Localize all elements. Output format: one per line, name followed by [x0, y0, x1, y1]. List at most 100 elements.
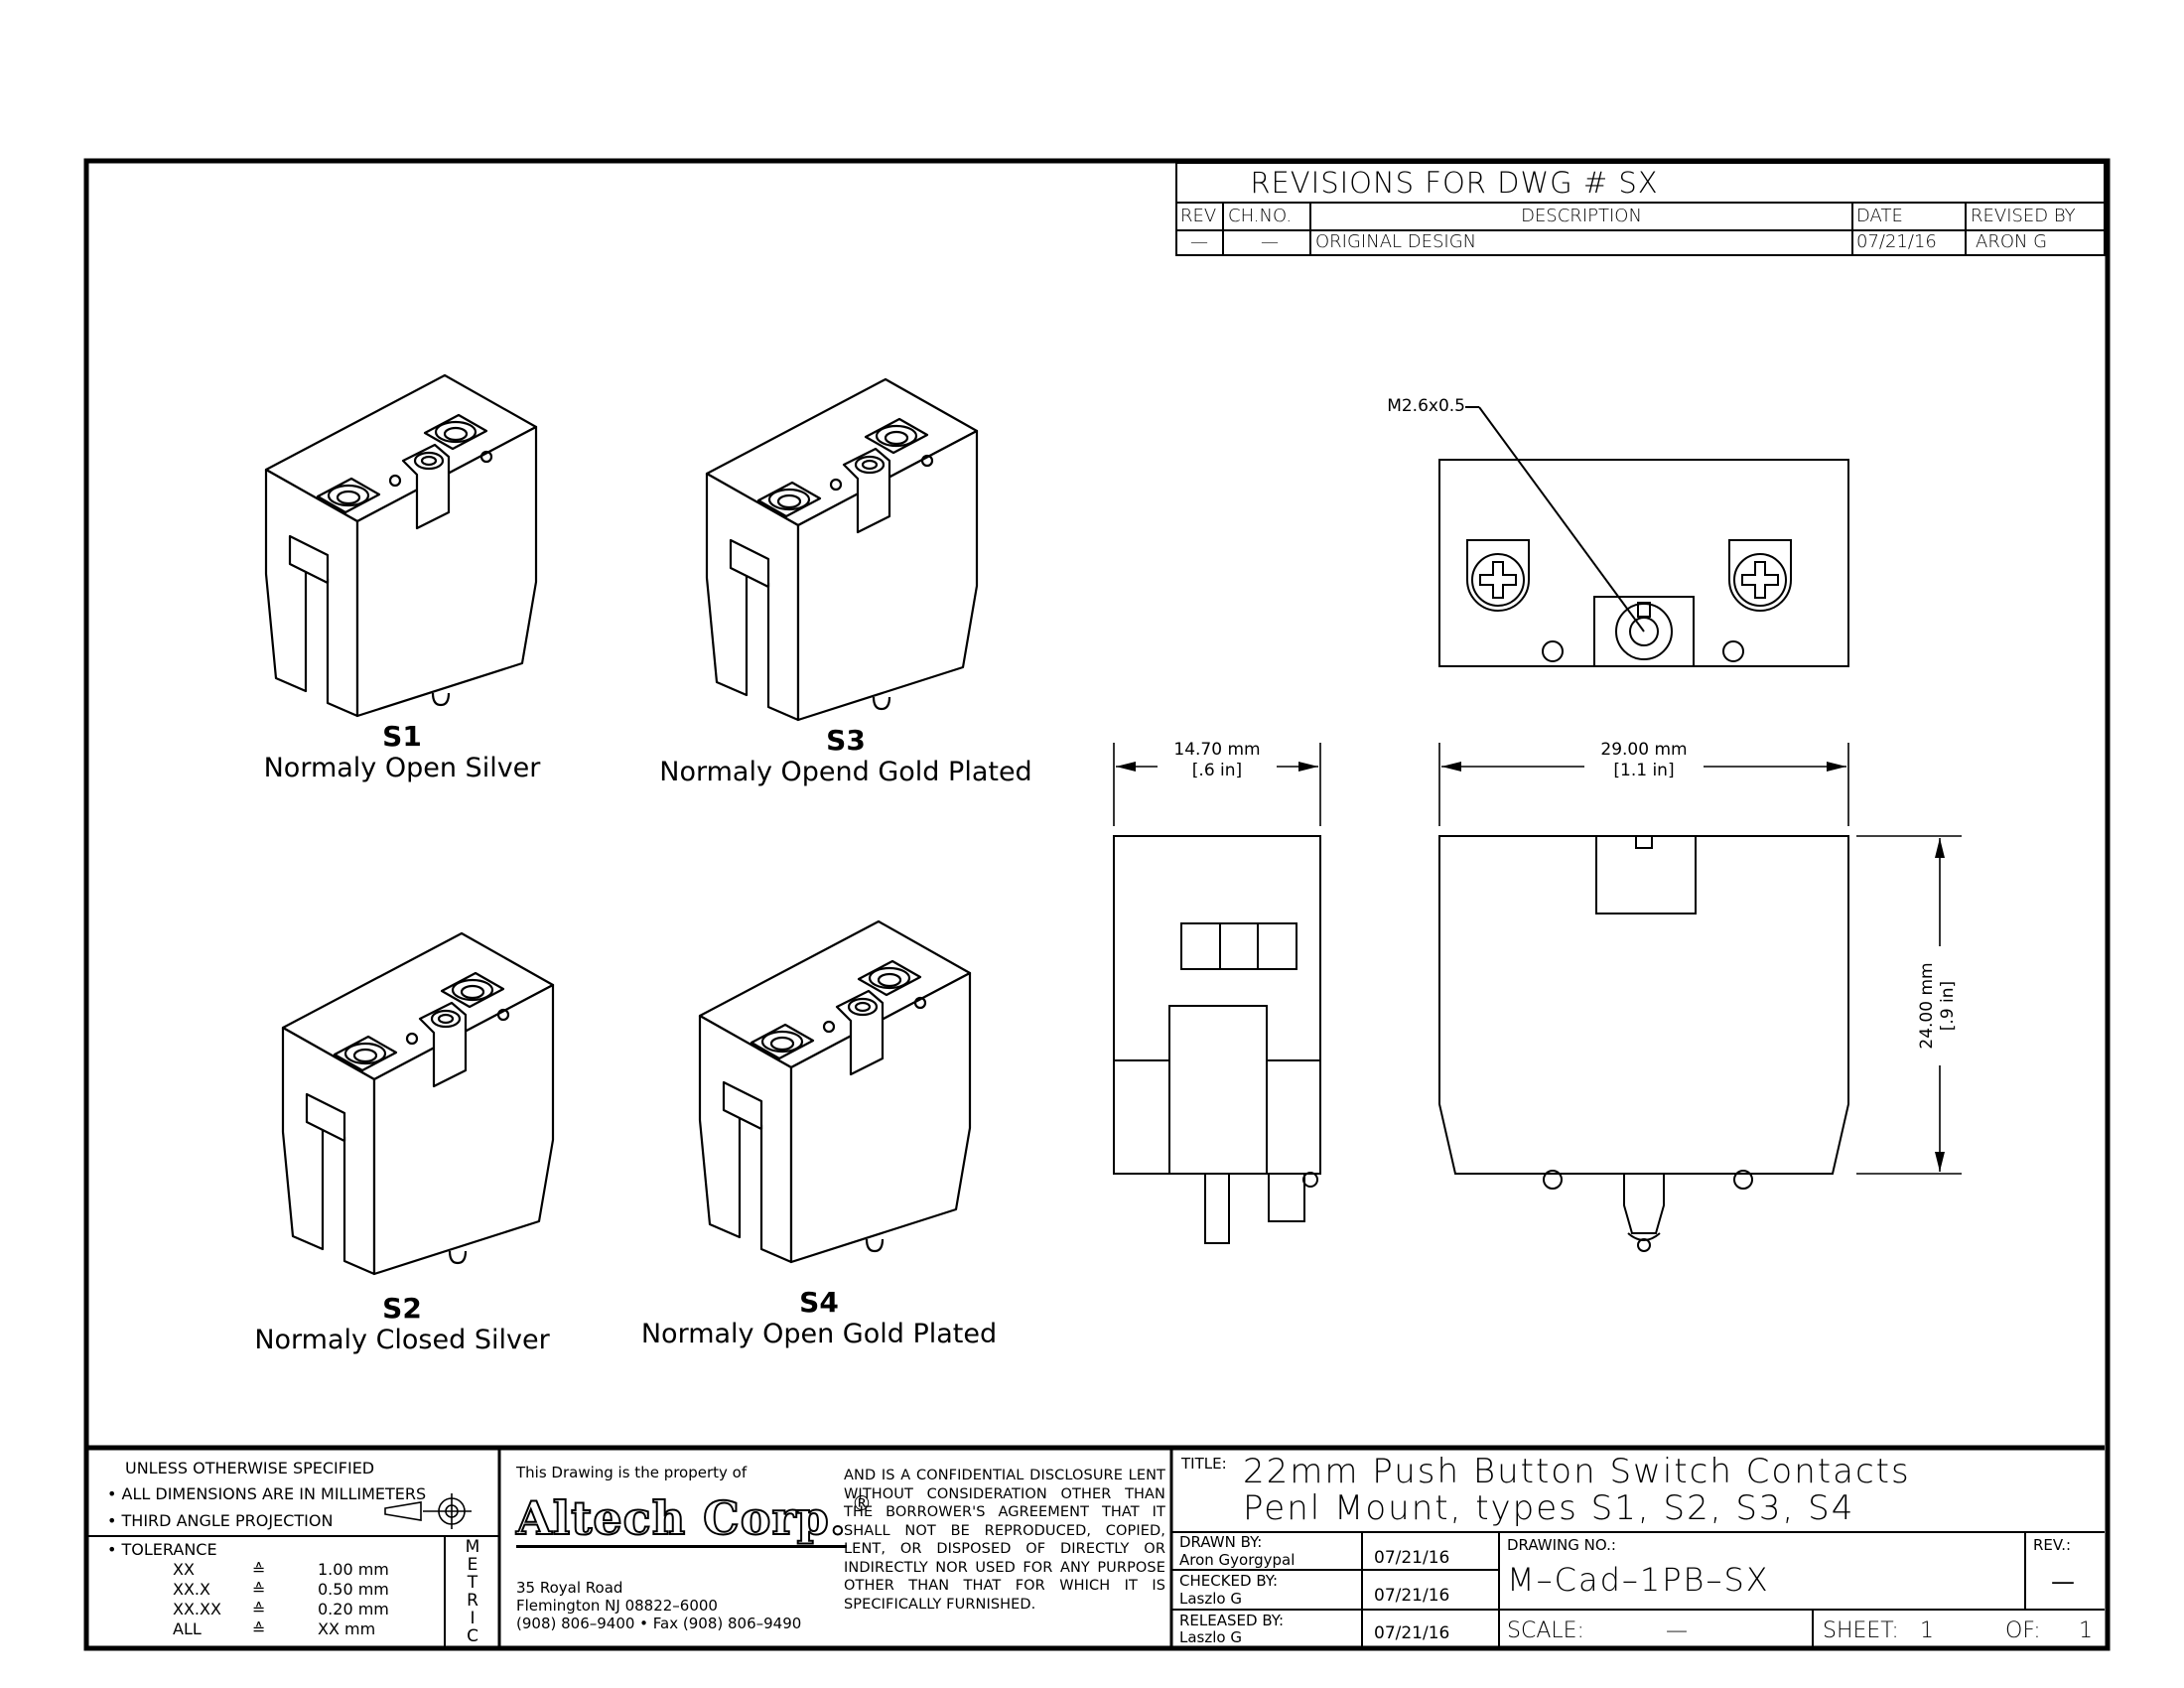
spec-line: UNLESS OTHERWISE SPECIFIED: [125, 1459, 375, 1477]
dimension-height-mm: 24.00 mm: [1917, 962, 1937, 1050]
company-address: 35 Royal Road Flemington NJ 08822–6000 (…: [516, 1579, 801, 1632]
dimension-depth: 14.70 mm [.6 in]: [1158, 740, 1277, 782]
revision-row-chno: —: [1261, 231, 1279, 252]
tolerance-symbol: ≙: [252, 1619, 266, 1638]
dimension-width-in: [1.1 in]: [1613, 761, 1675, 781]
revision-row-rev: —: [1190, 231, 1208, 252]
scale-label: SCALE:: [1507, 1618, 1584, 1643]
col-description-header: DESCRIPTION: [1521, 206, 1642, 226]
confidential-notice: AND IS A CONFIDENTIAL DISCLOSURE LENT WI…: [844, 1468, 1165, 1613]
part-label-s1: S1 Normaly Open Silver: [228, 720, 576, 783]
part-code: S3: [826, 724, 866, 757]
drawing-title-line-1: 22mm Push Button Switch Contacts: [1243, 1452, 1911, 1491]
sheet-value: 1: [1920, 1618, 1934, 1643]
rev-label: REV.:: [2033, 1536, 2072, 1554]
spec-line: • THIRD ANGLE PROJECTION: [107, 1510, 334, 1530]
tolerance-label: • TOLERANCE: [107, 1540, 217, 1559]
dimension-height-in: [.9 in]: [1938, 980, 1959, 1032]
tolerance-value: XX mm: [318, 1619, 376, 1638]
front-view: [1438, 835, 1849, 1252]
tolerance-key: XX.X: [173, 1580, 210, 1599]
metric-letter: E: [467, 1555, 478, 1575]
drawing-no-label: DRAWING NO.:: [1507, 1536, 1616, 1554]
address-line: (908) 806–9400 • Fax (908) 806–9490: [516, 1615, 802, 1632]
part-label-s3: S3 Normaly Opend Gold Plated: [647, 724, 1044, 787]
tolerance-key: XX: [173, 1560, 195, 1579]
of-value: 1: [2079, 1618, 2093, 1643]
dimension-height: 24.00 mm [.9 in]: [1917, 946, 1963, 1065]
col-chno-header: CH.NO.: [1228, 206, 1293, 226]
company-name: Altech Corp.: [515, 1490, 847, 1548]
tolerance-key: ALL: [173, 1619, 202, 1638]
metric-letter: R: [467, 1591, 478, 1611]
metric-letter: C: [467, 1626, 478, 1646]
drawn-by-name: Aron Gyorgypal: [1179, 1551, 1296, 1569]
metric-label: M E T R I C: [446, 1538, 499, 1645]
metric-letter: I: [470, 1609, 476, 1628]
dimension-depth-mm: 14.70 mm: [1173, 740, 1261, 760]
col-revised-by-header: REVISED BY: [1971, 206, 2076, 226]
side-view: [1113, 835, 1321, 1244]
iso-view-s1: [264, 373, 538, 718]
part-label-s2: S2 Normaly Closed Silver: [228, 1292, 576, 1355]
tolerance-symbol: ≙: [252, 1560, 266, 1579]
part-description: Normaly Open Gold Plated: [640, 1319, 998, 1349]
released-by-label: RELEASED BY:: [1179, 1612, 1285, 1629]
part-code: S4: [799, 1286, 839, 1319]
part-code: S1: [382, 720, 422, 753]
dimension-lines: [1113, 743, 1962, 1175]
of-label: OF:: [2005, 1618, 2041, 1643]
tolerance-value: 0.20 mm: [318, 1600, 389, 1618]
top-view: [1438, 406, 1849, 667]
revision-table: REVISIONS FOR DWG # SX REV CH.NO. DESCRI…: [1176, 163, 2105, 255]
tolerance-row: XX.X ≙ 0.50 mm: [149, 1580, 437, 1601]
drawing-number: M–Cad–1PB–SX: [1507, 1561, 1770, 1599]
iso-view-s4: [698, 919, 972, 1264]
checked-date: 07/21/16: [1374, 1586, 1450, 1606]
tolerance-symbol: ≙: [252, 1600, 266, 1618]
revision-row-description: ORIGINAL DESIGN: [1315, 231, 1477, 252]
third-angle-projection-symbol: [384, 1493, 472, 1529]
revision-row-date: 07/21/16: [1856, 231, 1937, 252]
drawn-date: 07/21/16: [1374, 1548, 1450, 1568]
title-label: TITLE:: [1181, 1455, 1227, 1473]
iso-view-s2: [281, 931, 555, 1276]
tolerance-row: XX.XX ≙ 0.20 mm: [149, 1600, 437, 1620]
metric-letter: T: [467, 1573, 478, 1593]
revision-table-lines: [1175, 162, 2106, 256]
col-date-header: DATE: [1856, 206, 1903, 226]
revision-header: REVISIONS FOR DWG # SX: [1250, 166, 1659, 200]
tolerance-value: 1.00 mm: [318, 1560, 389, 1579]
drawing-title-line-2: Penl Mount, types S1, S2, S3, S4: [1243, 1488, 1855, 1528]
iso-view-s3: [705, 377, 979, 722]
metric-letter: M: [465, 1537, 480, 1557]
address-line: 35 Royal Road: [516, 1579, 623, 1597]
part-description: Normaly Closed Silver: [254, 1325, 550, 1355]
checked-by-label: CHECKED BY:: [1179, 1572, 1279, 1590]
spec-line: • ALL DIMENSIONS ARE IN MILLIMETERS: [107, 1484, 427, 1504]
dimension-width-mm: 29.00 mm: [1600, 740, 1688, 760]
tolerance-table: XX ≙ 1.00 mm XX.X ≙ 0.50 mm XX.XX ≙ 0.20…: [149, 1560, 437, 1640]
sheet-border: [83, 158, 2111, 1651]
tolerance-row: XX ≙ 1.00 mm: [149, 1560, 437, 1581]
tolerance-row: ALL ≙ XX mm: [149, 1619, 437, 1640]
dimension-depth-in: [.6 in]: [1191, 761, 1243, 781]
spec-notes: UNLESS OTHERWISE SPECIFIED • ALL DIMENSI…: [107, 1459, 427, 1530]
checked-by-name: Laszlo G: [1179, 1590, 1242, 1608]
thread-callout: M2.6x0.5: [1387, 396, 1465, 416]
company-logo: Altech Corp. ®: [515, 1490, 872, 1548]
part-description: Normaly Opend Gold Plated: [659, 757, 1032, 787]
address-line: Flemington NJ 08822–6000: [516, 1597, 718, 1615]
tolerance-symbol: ≙: [252, 1580, 266, 1599]
part-code: S2: [382, 1292, 422, 1325]
col-rev-header: REV: [1180, 206, 1217, 226]
tolerance-value: 0.50 mm: [318, 1580, 389, 1599]
registered-mark: ®: [851, 1491, 872, 1515]
revision-row-revised-by: ARON G: [1976, 231, 2048, 252]
dimension-width: 29.00 mm [1.1 in]: [1584, 740, 1704, 782]
property-of: This Drawing is the property of: [516, 1464, 748, 1481]
released-date: 07/21/16: [1374, 1623, 1450, 1643]
scale-value: —: [1666, 1618, 1688, 1643]
drawn-by-label: DRAWN BY:: [1179, 1533, 1263, 1551]
